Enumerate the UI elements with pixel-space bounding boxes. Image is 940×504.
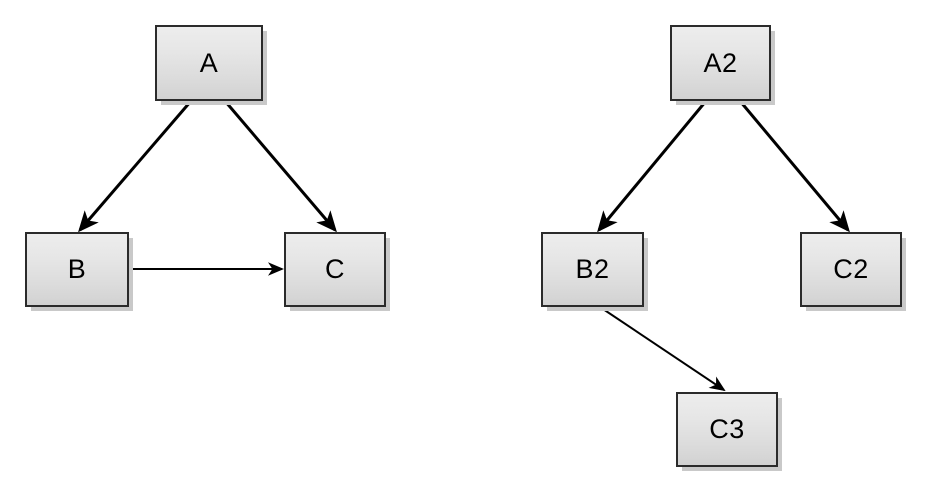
node-label-c: C (325, 254, 345, 284)
node-label-c3: C3 (709, 414, 745, 444)
node-c2[interactable]: C2 (800, 232, 902, 307)
edge-a-c[interactable] (223, 100, 337, 233)
edge-b2-c3[interactable] (599, 306, 726, 392)
node-label-b: B (67, 254, 87, 284)
edge-a2-c2[interactable] (738, 100, 850, 233)
node-a[interactable]: A (155, 25, 263, 101)
edge-a2-b2[interactable] (597, 100, 708, 233)
node-a2[interactable]: A2 (670, 25, 771, 101)
node-label-a: A (199, 47, 219, 78)
node-label-c2: C2 (833, 254, 869, 284)
edge-a-b[interactable] (78, 100, 193, 233)
node-label-a2: A2 (703, 47, 738, 78)
node-b[interactable]: B (25, 232, 129, 307)
edges-group (78, 100, 850, 392)
node-label-b2: B2 (575, 254, 610, 284)
node-b2[interactable]: B2 (541, 232, 644, 307)
node-c3[interactable]: C3 (676, 392, 778, 467)
node-c[interactable]: C (284, 232, 386, 307)
